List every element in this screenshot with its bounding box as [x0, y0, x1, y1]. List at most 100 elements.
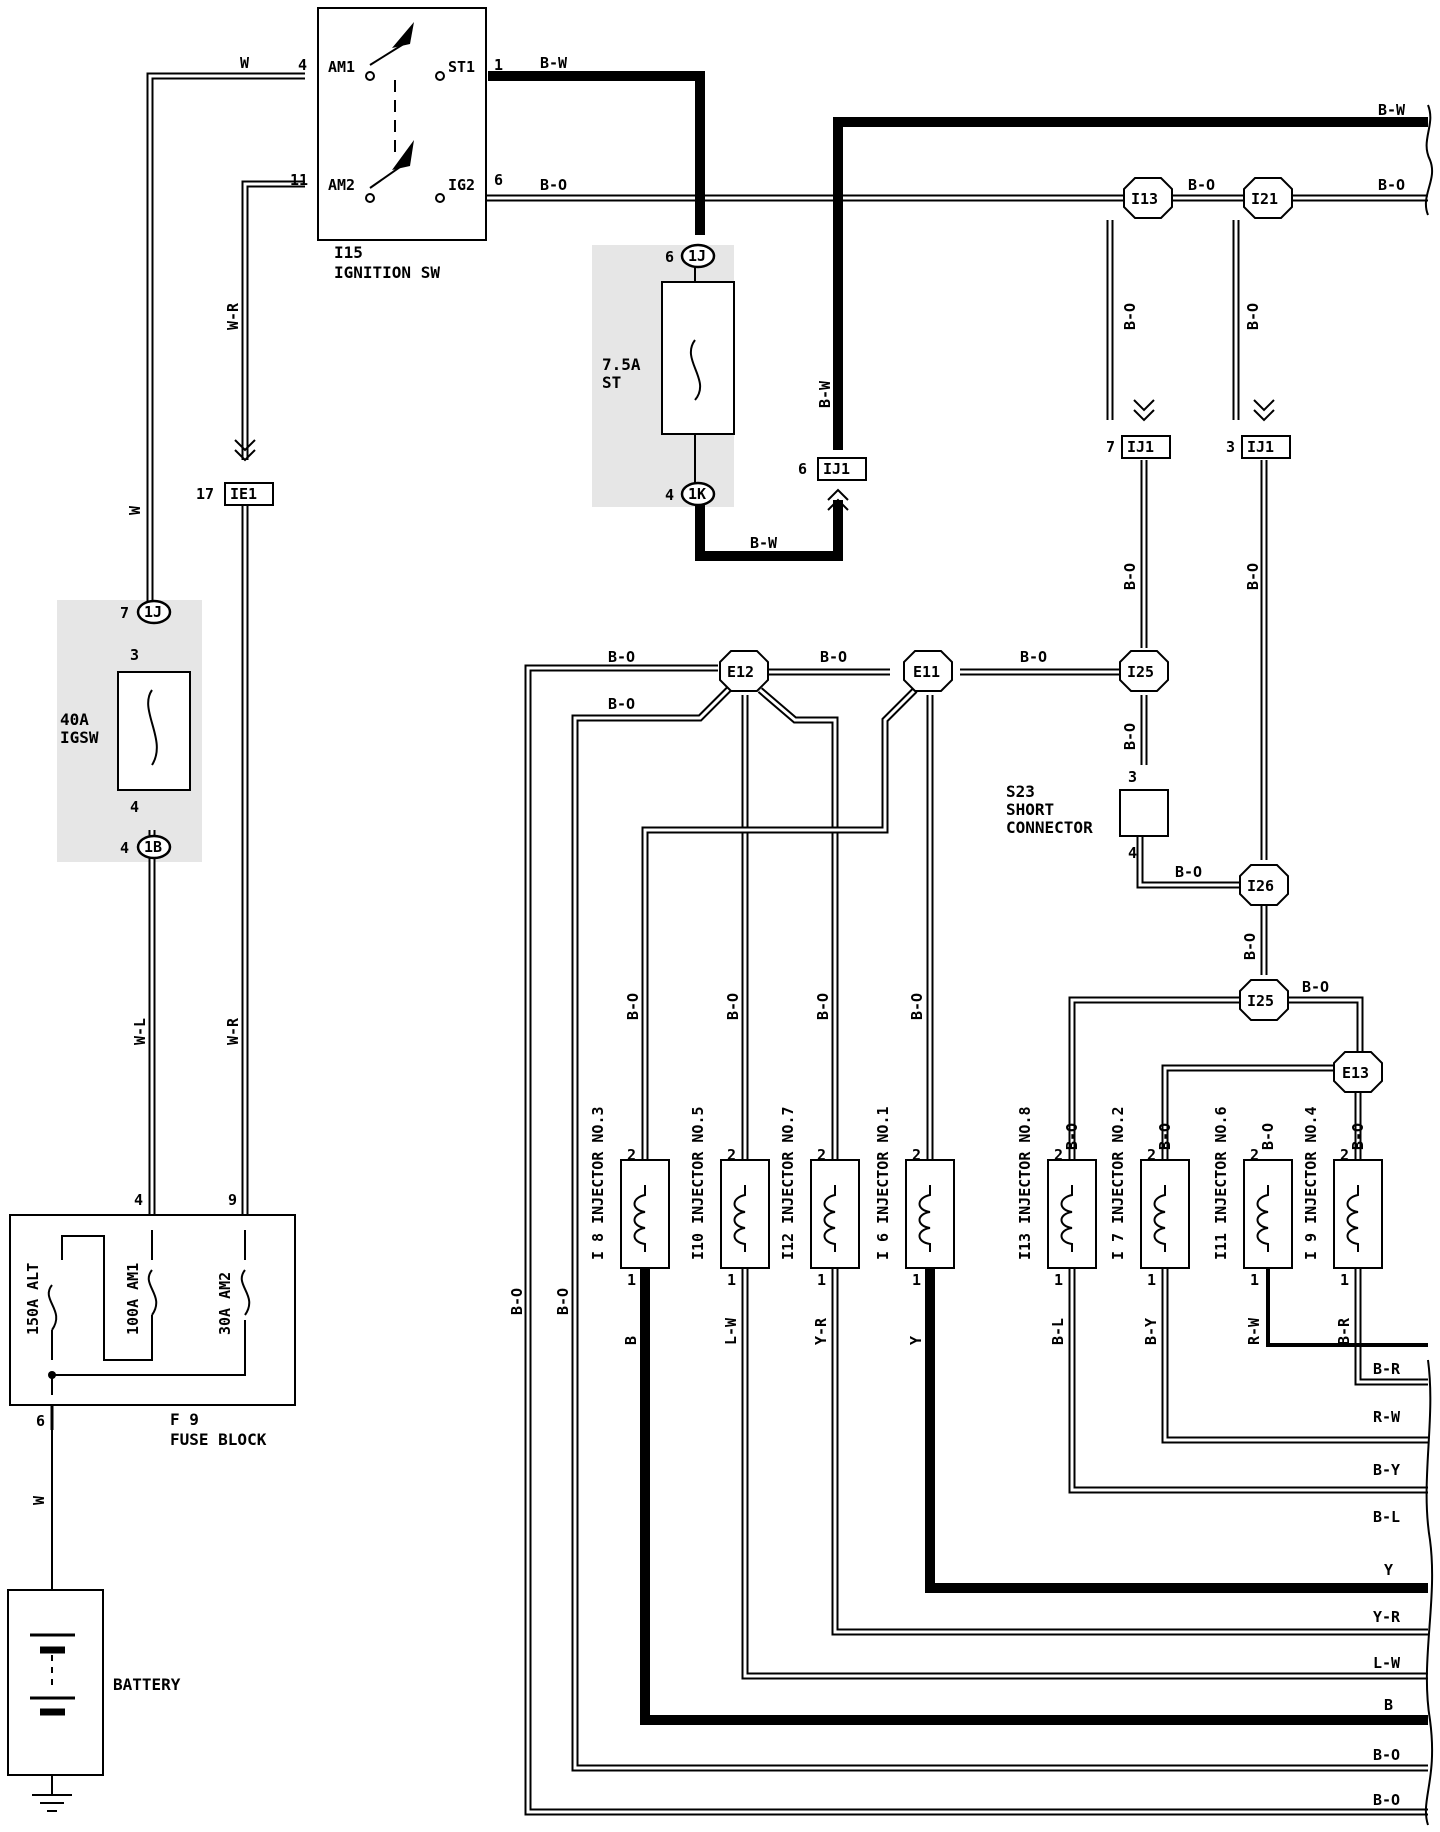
- fuse-pin-left: 4: [134, 1191, 143, 1209]
- wire-label-bo-v2: B-O: [1244, 303, 1262, 330]
- injector-body: [1047, 1159, 1097, 1269]
- injector-coil: [633, 1185, 646, 1252]
- igsw-fuse-rating: 40A: [60, 710, 89, 729]
- injector-pin2: 2: [727, 1146, 736, 1164]
- wire-label-bo-v4: B-O: [1244, 563, 1262, 590]
- injector-name: I13 INJECTOR NO.8: [1016, 1106, 1034, 1260]
- st-conn-bottom: 1K: [688, 485, 706, 503]
- splice-i25-bottom: I25: [1247, 992, 1274, 1010]
- splice-i26: I26: [1247, 877, 1274, 895]
- injector-wire-in: B-O: [1156, 1123, 1174, 1150]
- injector-name: I 6 INJECTOR NO.1: [874, 1106, 892, 1260]
- fuse-am2-label: 30A AM2: [216, 1272, 234, 1335]
- st-conn-bottom-pin: 4: [665, 486, 674, 504]
- injector-wire-out: B-R: [1335, 1317, 1353, 1345]
- injector-coil: [918, 1185, 931, 1252]
- wire-label-bo-e12-left: B-O: [608, 648, 635, 666]
- wire-label-bo-inj1: B-O: [908, 993, 926, 1020]
- injector-pin1: 1: [817, 1271, 826, 1289]
- fuse-pin-bottom: 6: [36, 1412, 45, 1430]
- injector-name: I10 INJECTOR NO.5: [689, 1106, 707, 1260]
- battery: BATTERY: [7, 1430, 181, 1812]
- injector-pin1: 1: [1250, 1271, 1259, 1289]
- wire-label-bo-e11-i25: B-O: [1020, 648, 1047, 666]
- wire-label-bo-v5: B-O: [1121, 723, 1139, 750]
- wire-label-wr-bottom: W-R: [224, 1017, 242, 1045]
- ij1-left-pin: 6: [798, 460, 807, 478]
- injector-name: I 8 INJECTOR NO.3: [589, 1106, 607, 1260]
- injector-pin2: 2: [1054, 1146, 1063, 1164]
- s23-pin-top: 3: [1128, 768, 1137, 786]
- injector-wire-out: R-W: [1245, 1317, 1263, 1345]
- double-wires: [146, 72, 1428, 1816]
- injector-name: I 9 INJECTOR NO.4: [1302, 1106, 1320, 1260]
- s23-line2: CONNECTOR: [1006, 818, 1093, 837]
- injector-pin1: 1: [627, 1271, 636, 1289]
- edge-label-rw: R-W: [1373, 1408, 1401, 1426]
- ign-pin-st1: 1: [494, 56, 503, 74]
- injector-name: I12 INJECTOR NO.7: [779, 1106, 797, 1260]
- injector-coil: [733, 1185, 746, 1252]
- injector-4: I 6 INJECTOR NO.1 2 1Y: [874, 1106, 955, 1345]
- splice-i13: I13: [1131, 190, 1158, 208]
- ign-ig2-label: IG2: [448, 176, 475, 194]
- s23-id: S23: [1006, 782, 1035, 801]
- battery-label: BATTERY: [113, 1675, 181, 1694]
- injector-3: I12 INJECTOR NO.7 2 1Y-R: [779, 1106, 860, 1345]
- injector-pin1: 1: [727, 1271, 736, 1289]
- wire-label-bo-v6: B-O: [1241, 933, 1259, 960]
- wire-label-bo-inj5: B-O: [724, 993, 742, 1020]
- injector-wire-in: B-O: [1259, 1123, 1277, 1150]
- fuse-block-id: F 9: [170, 1410, 199, 1429]
- igsw-conn-top: 1J: [144, 603, 162, 621]
- ign-am1-label: AM1: [328, 58, 355, 76]
- ij1-mid-label: IJ1: [1127, 438, 1154, 456]
- wire-label-bo-outer1: B-O: [508, 1288, 526, 1315]
- injector-pin1: 1: [1147, 1271, 1156, 1289]
- igsw-conn-bottom-pin: 4: [120, 839, 129, 857]
- wire-label-bo-v1: B-O: [1121, 303, 1139, 330]
- splice-e12: E12: [727, 663, 754, 681]
- wire-label-bo-v3: B-O: [1121, 563, 1139, 590]
- s23-pin-bottom: 4: [1128, 844, 1137, 862]
- injector-wire-out: Y-R: [812, 1317, 830, 1345]
- injector-pin1: 1: [912, 1271, 921, 1289]
- ign-pin-ig2: 6: [494, 171, 503, 189]
- edge-label-y: Y: [1384, 1561, 1393, 1579]
- st-conn-top-pin: 6: [665, 248, 674, 266]
- wire-label-bo-outer2: B-O: [554, 1288, 572, 1315]
- injector-wire-out: B-Y: [1142, 1318, 1160, 1345]
- igsw-conn-top-pin: 7: [120, 604, 129, 622]
- edge-label-by: B-Y: [1373, 1461, 1400, 1479]
- wire-label-bw-edge: B-W: [1378, 101, 1406, 119]
- injector-coil: [1060, 1185, 1073, 1252]
- wire-label-bo-inj3: B-O: [624, 993, 642, 1020]
- injector-pin1: 1: [1340, 1271, 1349, 1289]
- st-fuse-name: ST: [602, 373, 621, 392]
- edge-label-br: B-R: [1373, 1360, 1401, 1378]
- fuse-block: 150A ALT 100A AM1 30A AM2 4 9 6 F 9 FUSE…: [9, 1191, 296, 1449]
- ij1-right-label: IJ1: [1247, 438, 1274, 456]
- wire-label-w-vert: W: [126, 505, 144, 515]
- wire-label-bo-e12-e11: B-O: [820, 648, 847, 666]
- edge-label-yr: Y-R: [1373, 1608, 1401, 1626]
- injector-wire-out: Y: [907, 1336, 925, 1345]
- wire-label-bw-loop: B-W: [750, 534, 778, 552]
- ign-name: IGNITION SW: [334, 263, 440, 282]
- injector-name: I 7 INJECTOR NO.2: [1109, 1106, 1127, 1260]
- edge-label-lw: L-W: [1373, 1654, 1401, 1672]
- fuse-block-name: FUSE BLOCK: [170, 1430, 267, 1449]
- ign-am2-label: AM2: [328, 176, 355, 194]
- injector-pin2: 2: [912, 1146, 921, 1164]
- ie1-label: IE1: [230, 485, 257, 503]
- injector-pin2: 2: [817, 1146, 826, 1164]
- igsw-inner-bottom: 4: [130, 798, 139, 816]
- fuse-pin-right: 9: [228, 1191, 237, 1209]
- injector-pin2: 2: [1340, 1146, 1349, 1164]
- s23-line1: SHORT: [1006, 800, 1054, 819]
- st-fuse-rating: 7.5A: [602, 355, 641, 374]
- injector-pin1: 1: [1054, 1271, 1063, 1289]
